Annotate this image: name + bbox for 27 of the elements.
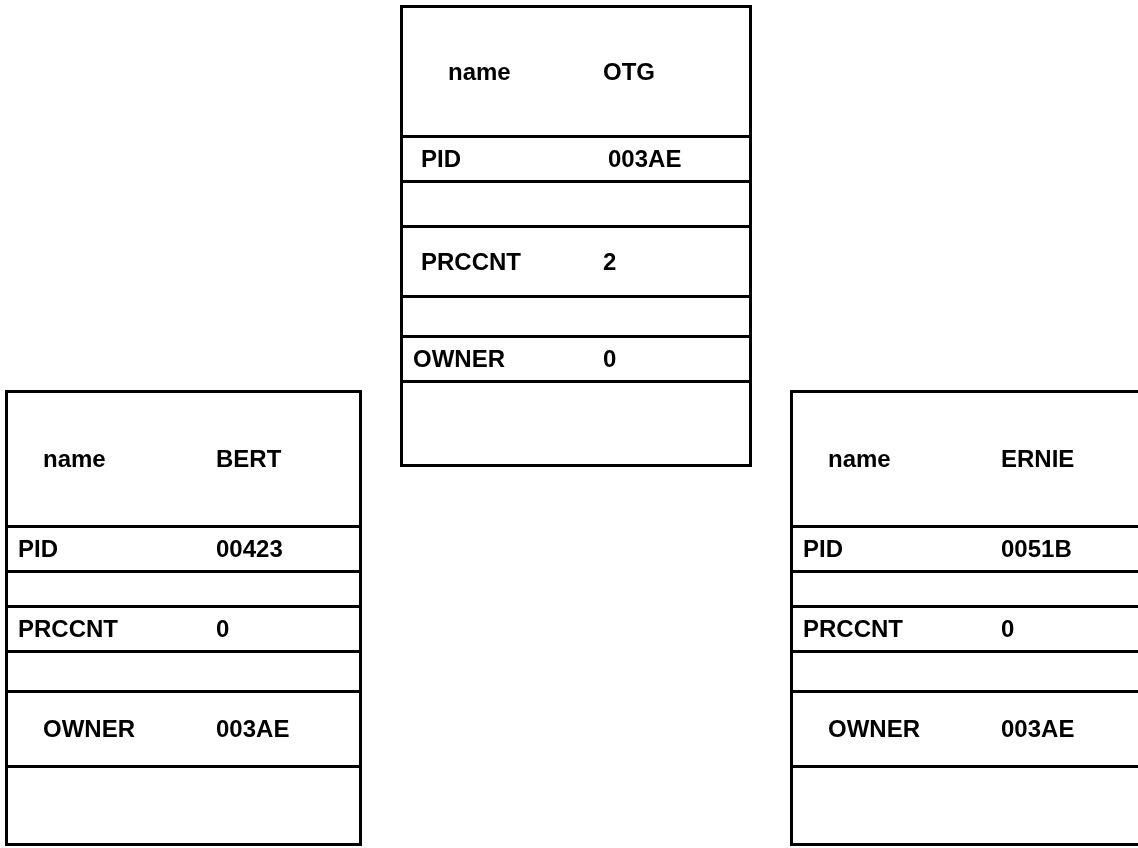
field-name: PID: [421, 147, 462, 171]
field-name: name: [43, 447, 107, 471]
field-value: 003AE: [608, 147, 682, 171]
field-value: 0051B: [1001, 537, 1072, 561]
field-value: 003AE: [216, 717, 290, 741]
record-table: [5, 390, 362, 846]
field-value: 2: [603, 249, 617, 274]
record-table: [790, 390, 1138, 846]
field-name: OWNER: [828, 717, 921, 741]
field-value: 0: [603, 347, 617, 371]
field-name: name: [448, 59, 512, 84]
field-name: PID: [803, 537, 844, 561]
field-value: 0: [216, 617, 230, 641]
field-value: BERT: [216, 447, 282, 471]
field-name: PID: [18, 537, 59, 561]
field-value: OTG: [603, 59, 655, 84]
field-name: PRCCNT: [803, 617, 904, 641]
field-name: OWNER: [413, 347, 506, 371]
field-value: 00423: [216, 537, 283, 561]
field-value: ERNIE: [1001, 447, 1075, 471]
field-name: name: [828, 447, 892, 471]
field-name: PRCCNT: [18, 617, 119, 641]
field-value: 0: [1001, 617, 1015, 641]
field-value: 003AE: [1001, 717, 1075, 741]
field-name: PRCCNT: [421, 249, 522, 274]
record-table: [400, 5, 752, 467]
field-name: OWNER: [43, 717, 136, 741]
